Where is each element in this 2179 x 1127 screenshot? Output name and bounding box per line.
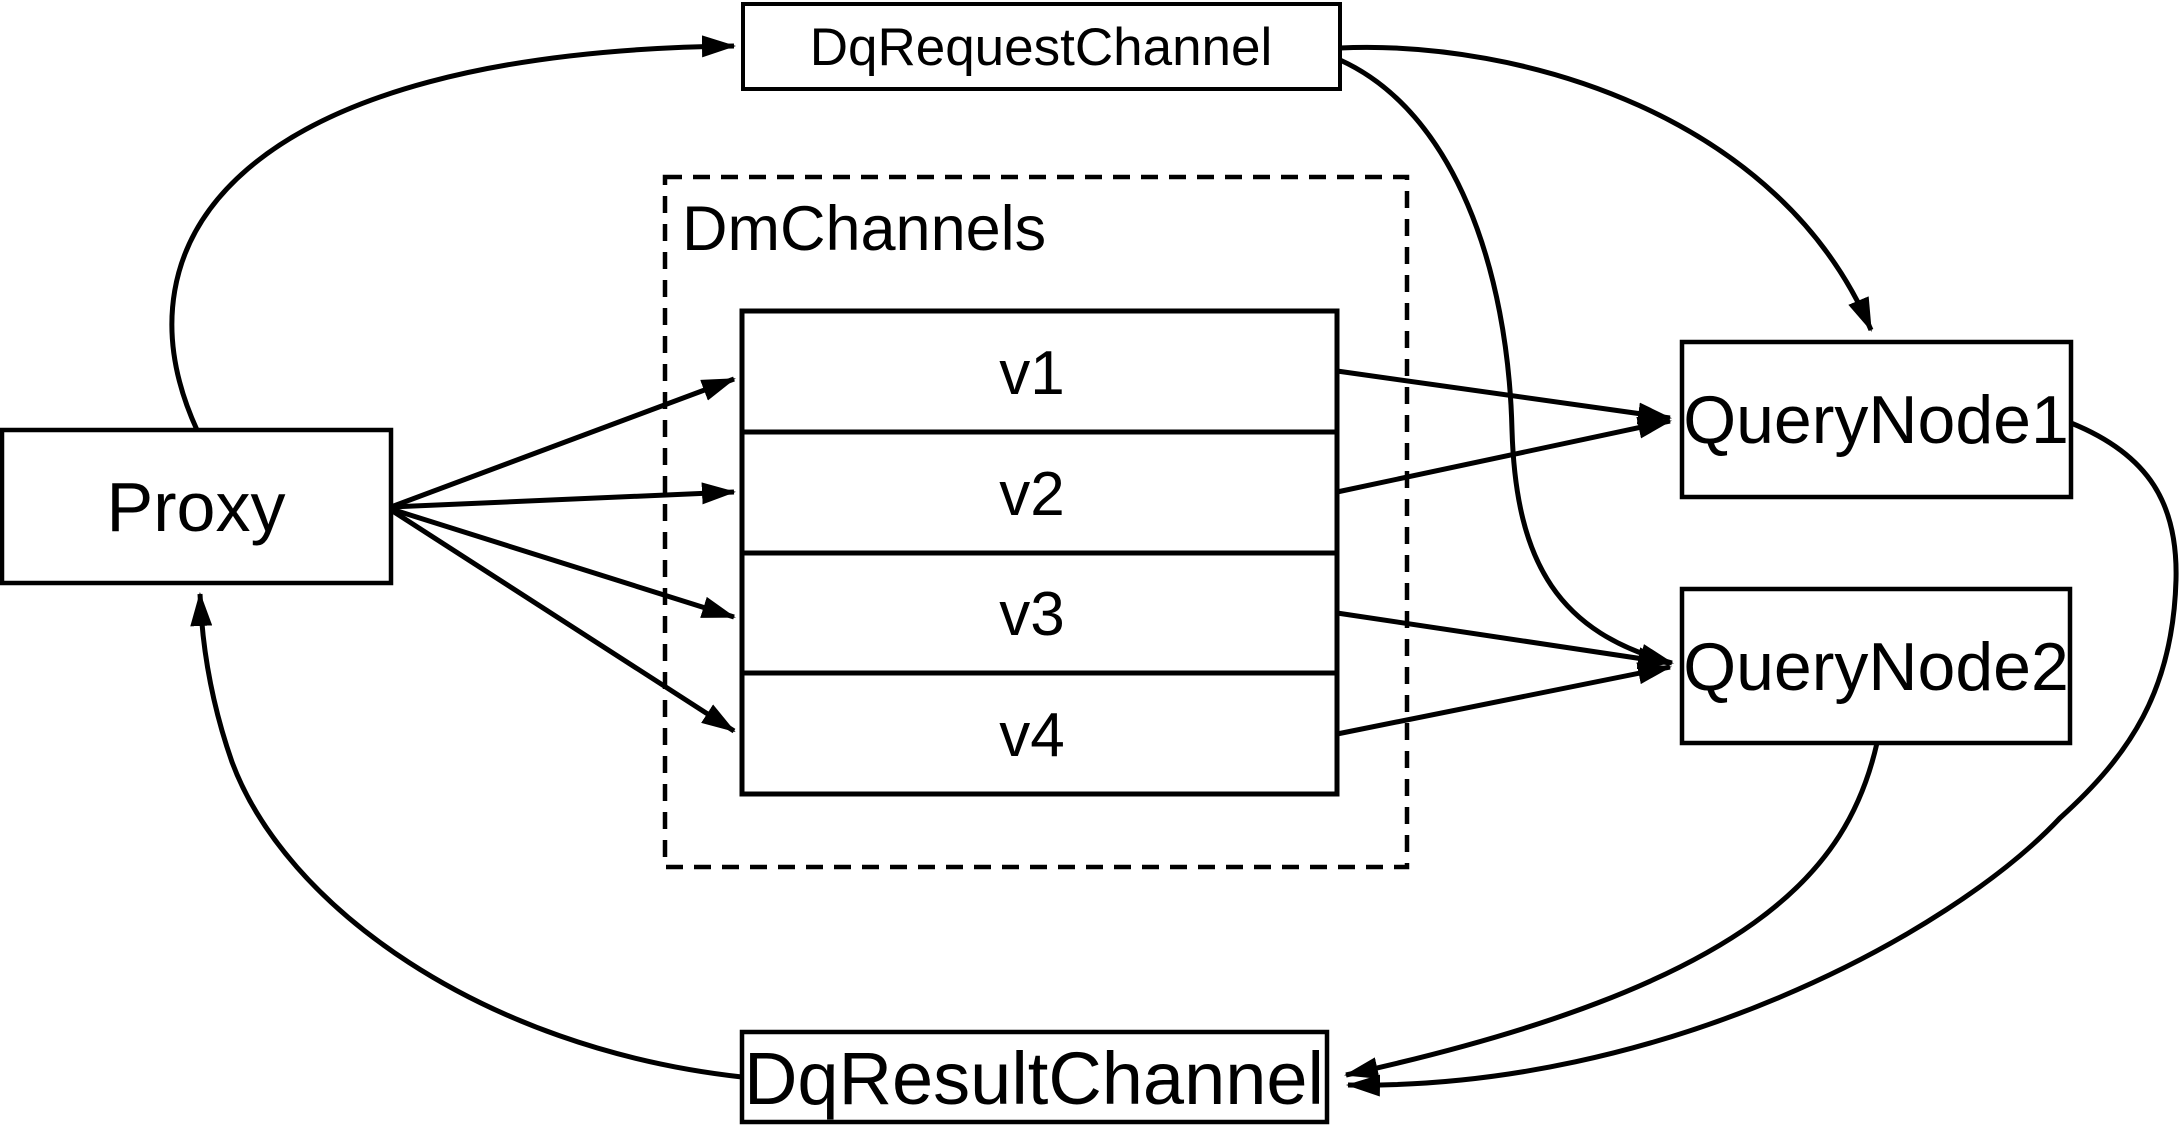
- query-node-1-label: QueryNode1: [1683, 382, 2069, 458]
- node-proxy: Proxy: [0, 427, 394, 586]
- proxy-border: [0, 427, 394, 586]
- edge-proxy-to-dq-request-channel: [169, 35, 736, 432]
- edge-channel-v4-to-query-node-2: [1336, 662, 1672, 737]
- edge-channel-v2-to-query-node-1: [1336, 416, 1672, 495]
- proxy-label: Proxy: [107, 468, 286, 546]
- edge-proxy-to-channel-v2: [390, 482, 736, 510]
- edge-dq-request-channel-to-query-node-2: [1338, 57, 1674, 666]
- node-query-node-1: QueryNode1: [1679, 339, 2074, 500]
- dq-result-channel-label: DqResultChannel: [744, 1037, 1324, 1120]
- edge-dq-request-channel-to-query-node-1: [1339, 44, 1874, 332]
- edge-proxy-to-channel-v3: [390, 506, 736, 620]
- query-node-2-label: QueryNode2: [1683, 629, 2069, 705]
- edges-layer: [169, 35, 2179, 1097]
- dq-result-channel-border: [739, 1029, 1330, 1125]
- edge-query-node-2-to-dq-result-channel: [1344, 742, 1880, 1079]
- edge-dq-result-channel-to-proxy: [190, 592, 743, 1080]
- node-channel-stack: v1 v2 v3 v4: [739, 308, 1340, 797]
- group-dm-channels: DmChannels: [662, 174, 1410, 870]
- edge-query-node-1-to-dq-result-channel: [1346, 420, 2179, 1097]
- edge-proxy-to-channel-v4: [389, 507, 736, 734]
- dm-channels-group-label: DmChannels: [682, 194, 1046, 264]
- dm-channels-group-border: [662, 174, 1410, 870]
- dq-request-channel-label: DqRequestChannel: [810, 18, 1273, 77]
- edge-channel-v1-to-query-node-1: [1336, 368, 1672, 425]
- dq-request-channel-border: [741, 2, 1342, 91]
- node-dq-request-channel: DqRequestChannel: [741, 2, 1342, 91]
- channel-v2-label: v2: [999, 460, 1064, 529]
- channel-v1-label: v1: [999, 339, 1064, 408]
- edge-proxy-to-channel-v1: [390, 376, 736, 510]
- edge-channel-v3-to-query-node-2: [1336, 610, 1672, 670]
- query-node-2-border: [1679, 586, 2073, 746]
- query-node-1-border: [1679, 339, 2074, 500]
- channel-v3-label: v3: [999, 580, 1064, 649]
- node-dq-result-channel: DqResultChannel: [739, 1029, 1330, 1125]
- channel-v4-label: v4: [999, 701, 1064, 770]
- node-query-node-2: QueryNode2: [1679, 586, 2073, 746]
